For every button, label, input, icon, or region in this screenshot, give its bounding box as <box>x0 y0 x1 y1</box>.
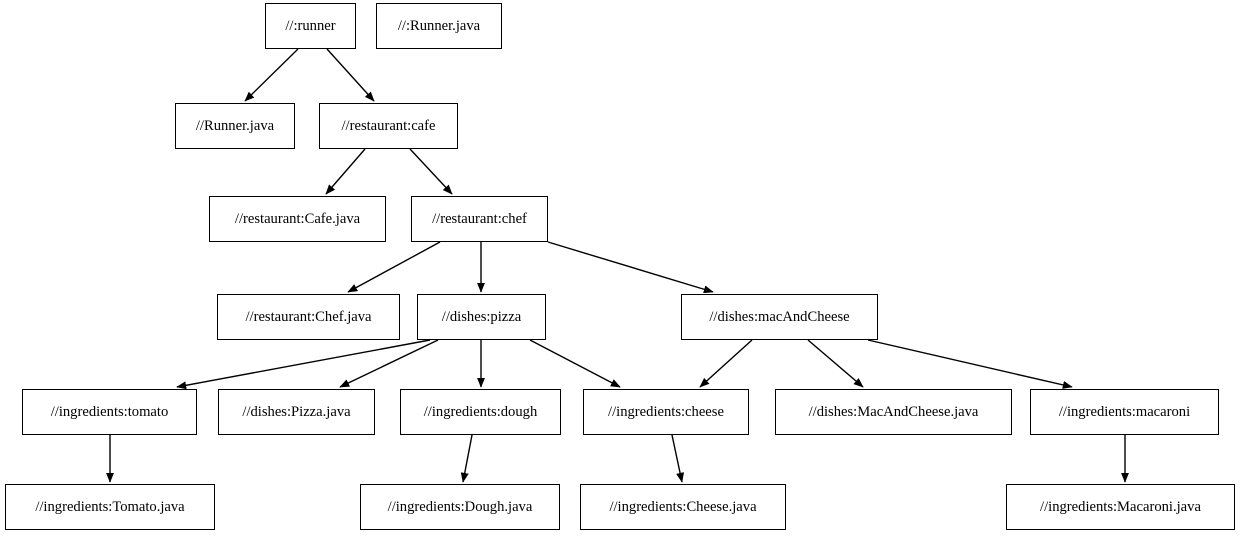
graph-node-label: //ingredients:Tomato.java <box>35 498 185 515</box>
graph-node-label: //ingredients:cheese <box>608 403 724 420</box>
graph-node-label: //Runner.java <box>195 117 275 134</box>
graph-edge-restaurant_chef-to-dishes_mac <box>547 241 714 294</box>
graph-node-cheese_java[interactable]: //ingredients:Cheese.java <box>580 484 786 530</box>
graph-node-dishes_pizza[interactable]: //dishes:pizza <box>417 294 546 340</box>
graph-node-pizza_java[interactable]: //dishes:Pizza.java <box>218 389 375 435</box>
graph-node-dough_java[interactable]: //ingredients:Dough.java <box>360 484 560 530</box>
graph-node-ing_dough[interactable]: //ingredients:dough <box>400 389 561 435</box>
graph-node-ing_macaroni[interactable]: //ingredients:macaroni <box>1030 389 1219 435</box>
graph-edge-dishes_pizza-to-ing_cheese <box>529 339 621 388</box>
graph-node-label: //dishes:pizza <box>441 308 522 325</box>
graph-edge-dishes_pizza-to-ing_tomato <box>176 339 431 390</box>
graph-edge-restaurant_cafe-to-restaurant_chef <box>409 148 453 195</box>
graph-node-label: //restaurant:chef <box>432 210 527 227</box>
graph-node-macaroni_java[interactable]: //ingredients:Macaroni.java <box>1006 484 1235 530</box>
graph-node-runner[interactable]: //:runner <box>265 3 356 49</box>
graph-node-runner_java_root[interactable]: //:Runner.java <box>376 3 502 49</box>
graph-node-restaurant_cafe[interactable]: //restaurant:cafe <box>319 103 458 149</box>
graph-edge-dishes_mac-to-mac_java <box>807 339 864 388</box>
graph-node-dishes_mac[interactable]: //dishes:macAndCheese <box>681 294 878 340</box>
graph-node-label: //restaurant:cafe <box>341 117 436 134</box>
graph-node-label: //ingredients:tomato <box>50 403 169 420</box>
graph-node-label: //ingredients:Macaroni.java <box>1040 498 1201 515</box>
graph-node-label: //restaurant:Cafe.java <box>234 210 361 227</box>
graph-node-cafe_java[interactable]: //restaurant:Cafe.java <box>209 196 386 242</box>
graph-node-label: //dishes:Pizza.java <box>242 403 351 420</box>
graph-node-label: //ingredients:macaroni <box>1058 403 1191 420</box>
graph-edge-runner-to-runner_java <box>244 48 299 102</box>
graph-node-runner_java[interactable]: //Runner.java <box>175 103 295 149</box>
graph-node-label: //restaurant:Chef.java <box>245 308 372 325</box>
graph-node-mac_java[interactable]: //dishes:MacAndCheese.java <box>775 389 1012 435</box>
graph-node-ing_tomato[interactable]: //ingredients:tomato <box>22 389 197 435</box>
graph-edge-ing_dough-to-dough_java <box>460 434 473 483</box>
graph-edge-dishes_mac-to-ing_cheese <box>699 339 753 388</box>
graph-node-label: //:Runner.java <box>397 17 481 34</box>
graph-node-chef_java[interactable]: //restaurant:Chef.java <box>217 294 400 340</box>
graph-edge-dishes_pizza-to-pizza_java <box>339 339 439 388</box>
graph-edge-runner-to-restaurant_cafe <box>326 48 375 102</box>
graph-node-label: //dishes:macAndCheese <box>709 308 850 325</box>
graph-edge-dishes_mac-to-ing_macaroni <box>867 339 1073 389</box>
graph-node-tomato_java[interactable]: //ingredients:Tomato.java <box>5 484 215 530</box>
graph-node-label: //ingredients:Dough.java <box>387 498 533 515</box>
graph-node-label: //ingredients:dough <box>423 403 538 420</box>
graph-edge-ing_cheese-to-cheese_java <box>671 434 684 483</box>
graph-edge-restaurant_cafe-to-cafe_java <box>325 148 366 195</box>
graph-node-label: //dishes:MacAndCheese.java <box>808 403 979 420</box>
graph-edge-restaurant_chef-to-chef_java <box>347 241 441 293</box>
graph-node-ing_cheese[interactable]: //ingredients:cheese <box>583 389 749 435</box>
graph-node-restaurant_chef[interactable]: //restaurant:chef <box>411 196 548 242</box>
graph-node-label: //ingredients:Cheese.java <box>609 498 757 515</box>
graph-node-label: //:runner <box>285 17 336 34</box>
